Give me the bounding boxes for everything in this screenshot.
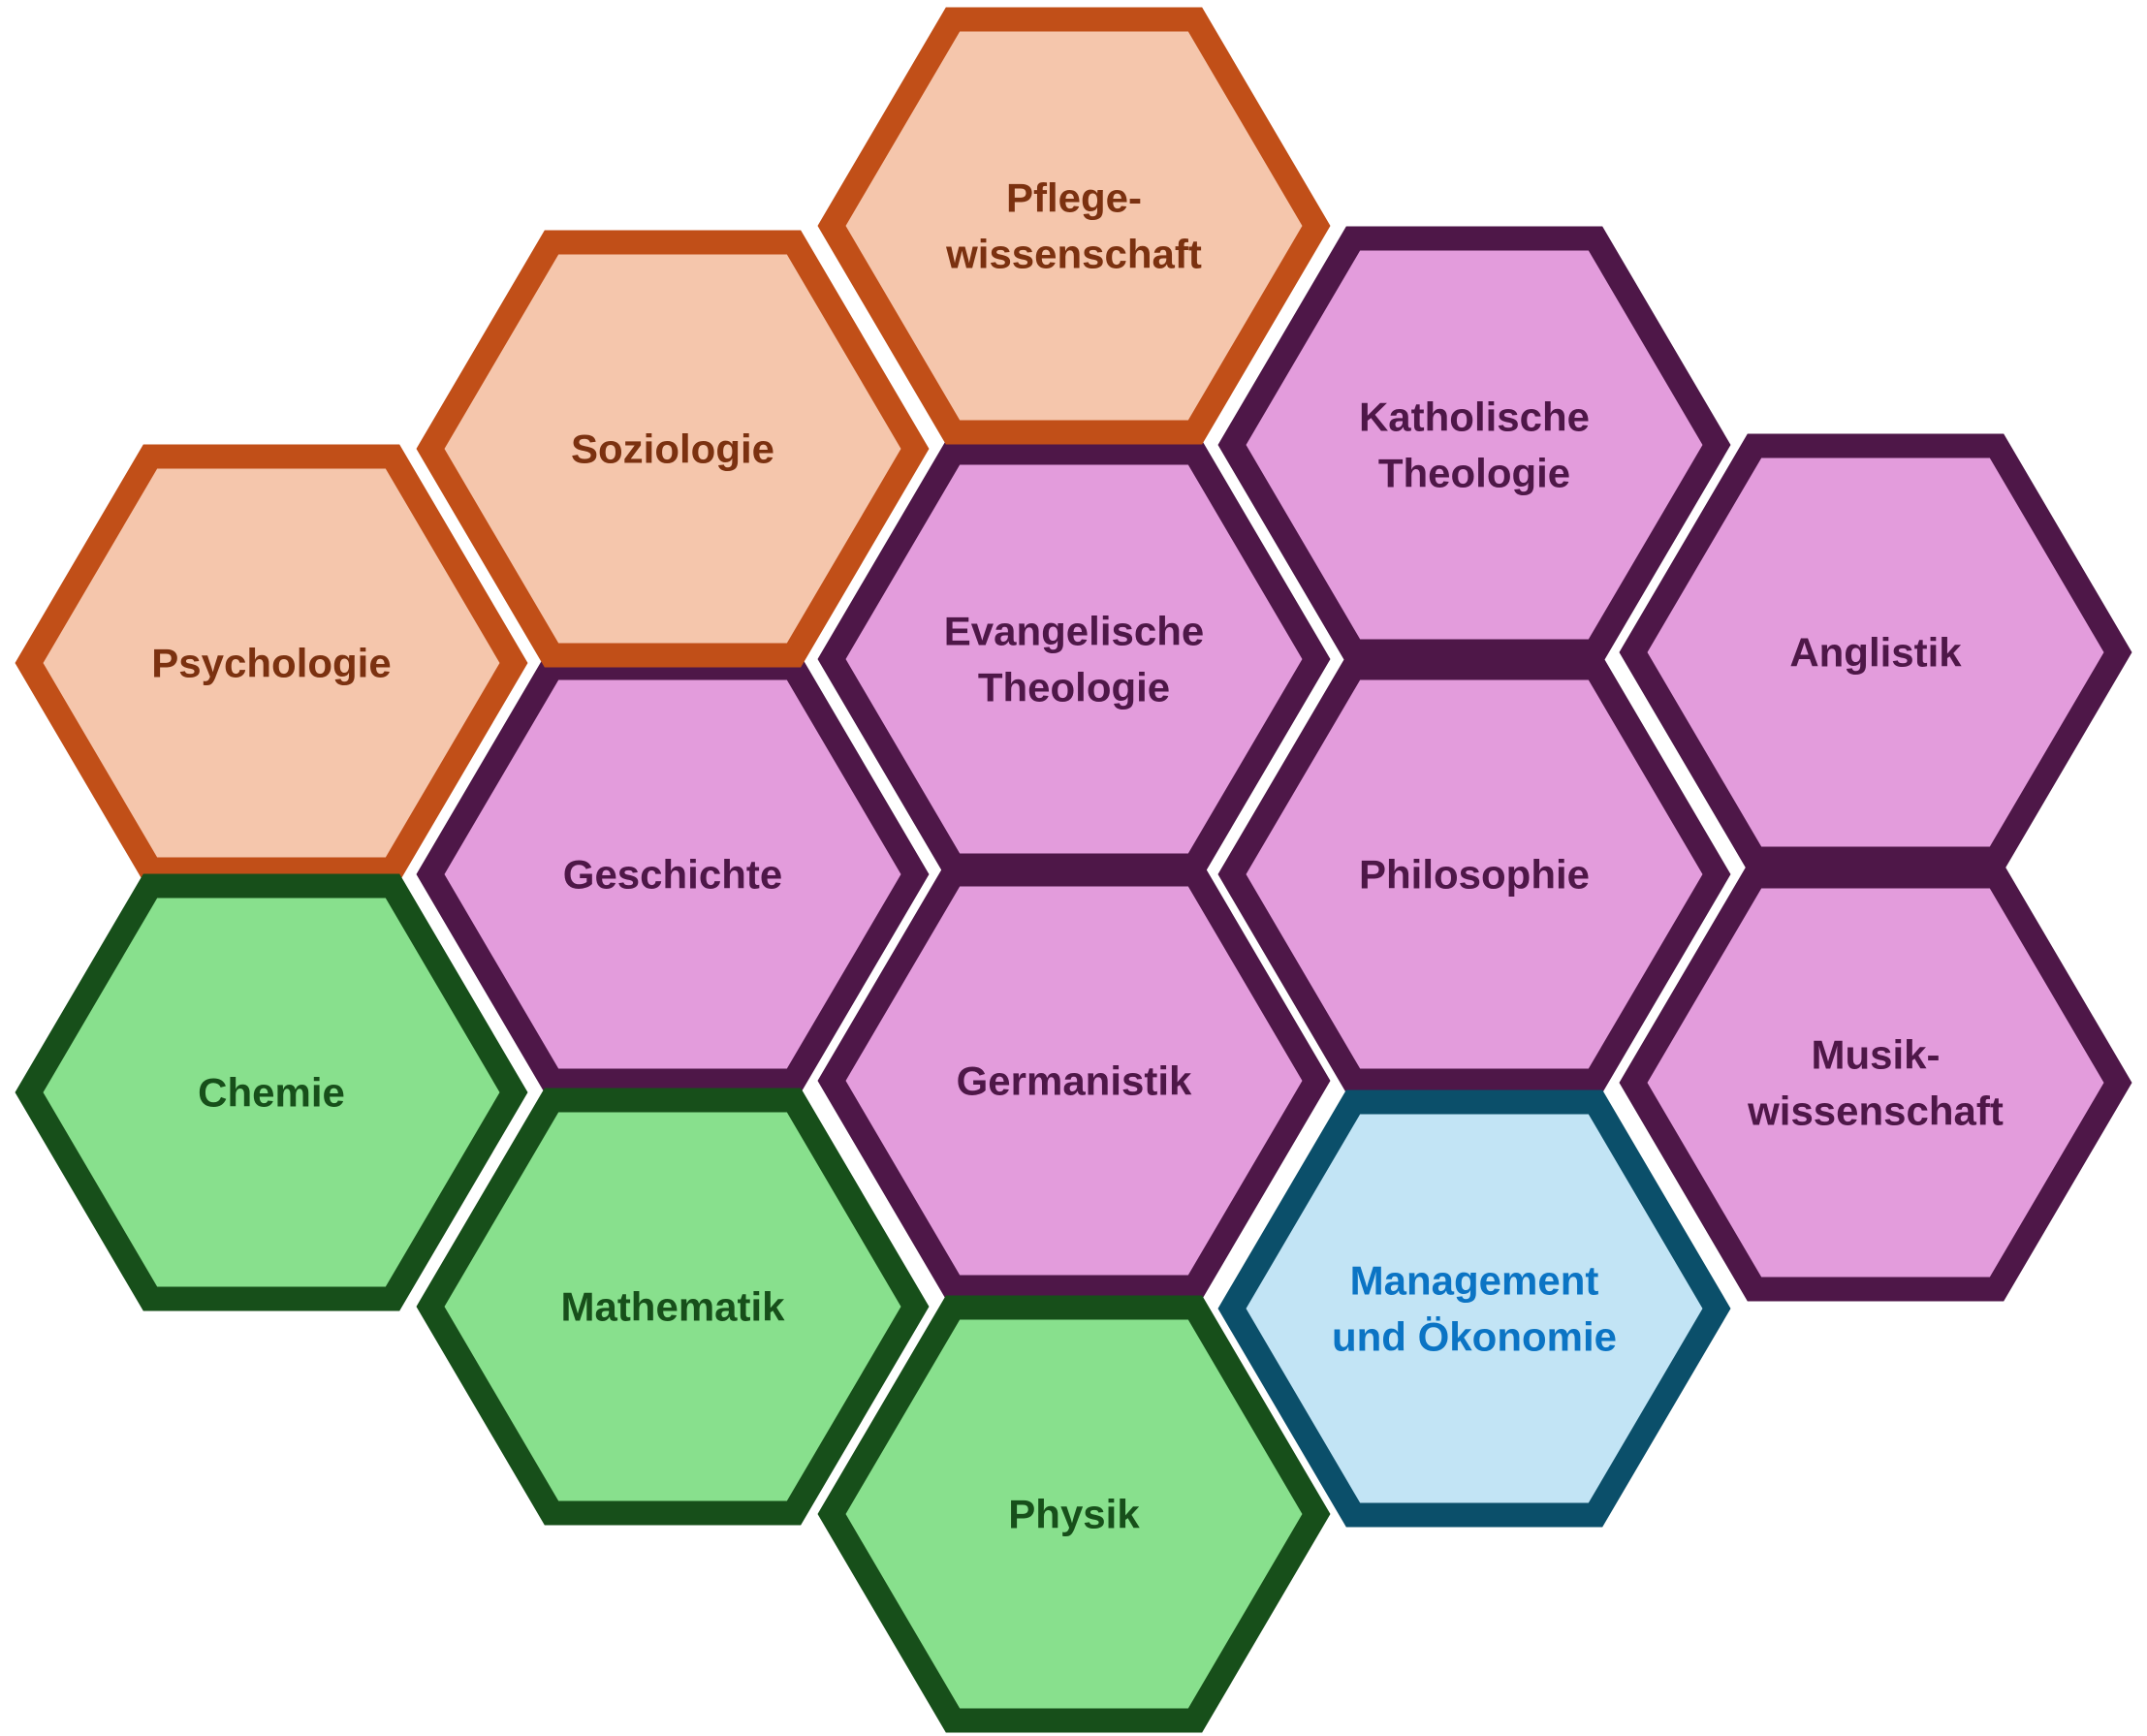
hexagon-shape (416, 655, 930, 1093)
hexagon-label-line: wissenschaft (1747, 1089, 2004, 1134)
hexagon-label-line: Philosophie (1359, 852, 1590, 898)
hexagon-label-line: Physik (1008, 1492, 1140, 1537)
hexagon-label: Anglistik (1789, 630, 1962, 676)
hexagon-psychologie: Psychologie (15, 444, 528, 882)
hexagon-label: Psychologie (151, 641, 391, 686)
hexagon-shape (416, 1088, 930, 1526)
hexagon-label-line: wissenschaft (945, 232, 1202, 277)
hexagon-shape (1619, 864, 2132, 1302)
hexagon-shape (1217, 226, 1731, 664)
hexagon-label: Musik-wissenschaft (1747, 1032, 2004, 1134)
hexagon-mathematik: Mathematik (416, 1088, 930, 1526)
hexagon-label-line: Geschichte (563, 852, 782, 898)
hexagon-shape (15, 444, 528, 882)
hexagon-label-line: Theologie (978, 665, 1170, 710)
hexagon-label: Germanistik (957, 1058, 1192, 1104)
hexagon-shape (817, 1295, 1331, 1733)
hexagon-shape (416, 230, 930, 668)
hexagon-germanistik: Germanistik (817, 862, 1331, 1300)
hexagon-anglistik: Anglistik (1619, 433, 2132, 871)
hexagon-label: Chemie (198, 1070, 345, 1116)
hexagon-label-line: Management (1350, 1258, 1599, 1304)
hexagon-label: Pflege-wissenschaft (945, 175, 1202, 277)
hexagon-label: Mathematik (560, 1284, 785, 1330)
hexagon-musikwissenschaft: Musik-wissenschaft (1619, 864, 2132, 1302)
hexagon-label: Geschichte (563, 852, 782, 898)
hexagon-label-line: Katholische (1359, 395, 1590, 440)
hexagon-label: Philosophie (1359, 852, 1590, 898)
hexagon-philosophie: Philosophie (1217, 655, 1731, 1093)
hexagon-soziologie: Soziologie (416, 230, 930, 668)
hexagon-shape (817, 862, 1331, 1300)
hexagon-label-line: Evangelische (944, 609, 1204, 654)
hexagon-pflegewissenschaft: Pflege-wissenschaft (817, 7, 1331, 445)
hexagon-label-line: Germanistik (957, 1058, 1192, 1104)
hexagon-label: Management und Ökonomie (1332, 1258, 1617, 1360)
hexagon-label-line: Pflege- (1006, 175, 1142, 221)
hexagon-label-line: Theologie (1378, 451, 1570, 496)
hexagon-label: Soziologie (571, 426, 774, 472)
hexagon-label: Physik (1008, 1492, 1140, 1537)
hexagon-shape (817, 7, 1331, 445)
hexagon-chemie: Chemie (15, 873, 528, 1311)
hexagon-label-line: und Ökonomie (1332, 1314, 1617, 1360)
hexagon-shape (15, 873, 528, 1311)
hexagon-shape (1619, 433, 2132, 871)
hexagon-shape (1217, 1089, 1731, 1528)
hexagon-label-line: Chemie (198, 1070, 345, 1116)
hexagon-shape (817, 440, 1331, 878)
hexagon-label-line: Mathematik (560, 1284, 785, 1330)
hexagon-label-line: Psychologie (151, 641, 391, 686)
hexagon-label-line: Anglistik (1789, 630, 1962, 676)
hexagon-shape (1217, 655, 1731, 1093)
hexagon-geschichte: Geschichte (416, 655, 930, 1093)
hexagon-label-line: Soziologie (571, 426, 774, 472)
hexagon-physik: Physik (817, 1295, 1331, 1733)
hexagon-label-line: Musik- (1811, 1032, 1940, 1078)
hexagon-management-und-oekonomie: Management und Ökonomie (1217, 1089, 1731, 1528)
